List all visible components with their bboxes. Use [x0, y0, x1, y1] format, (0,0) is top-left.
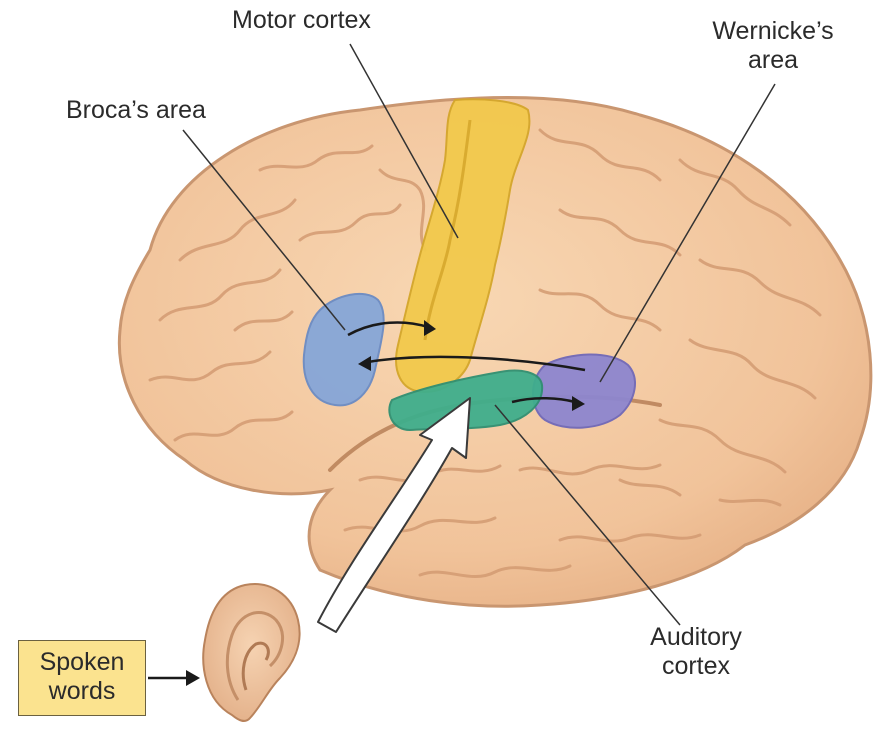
- auditory-cortex-label-line1: Auditory: [618, 623, 774, 652]
- ear-icon: [203, 584, 299, 721]
- wernickes-area-label: Wernicke’s area: [700, 17, 846, 75]
- spoken-words-line2: words: [19, 677, 145, 706]
- wernickes-area-label-line2: area: [700, 46, 846, 75]
- spoken-words-arrow: [148, 670, 200, 686]
- brocas-area-label: Broca’s area: [66, 96, 206, 125]
- auditory-cortex-label-line2: cortex: [618, 652, 774, 681]
- auditory-cortex-label: Auditory cortex: [618, 623, 774, 681]
- spoken-words-line1: Spoken: [19, 648, 145, 677]
- spoken-words-box: Spoken words: [18, 640, 146, 716]
- motor-cortex-label: Motor cortex: [232, 6, 371, 35]
- wernickes-area-label-line1: Wernicke’s: [700, 17, 846, 46]
